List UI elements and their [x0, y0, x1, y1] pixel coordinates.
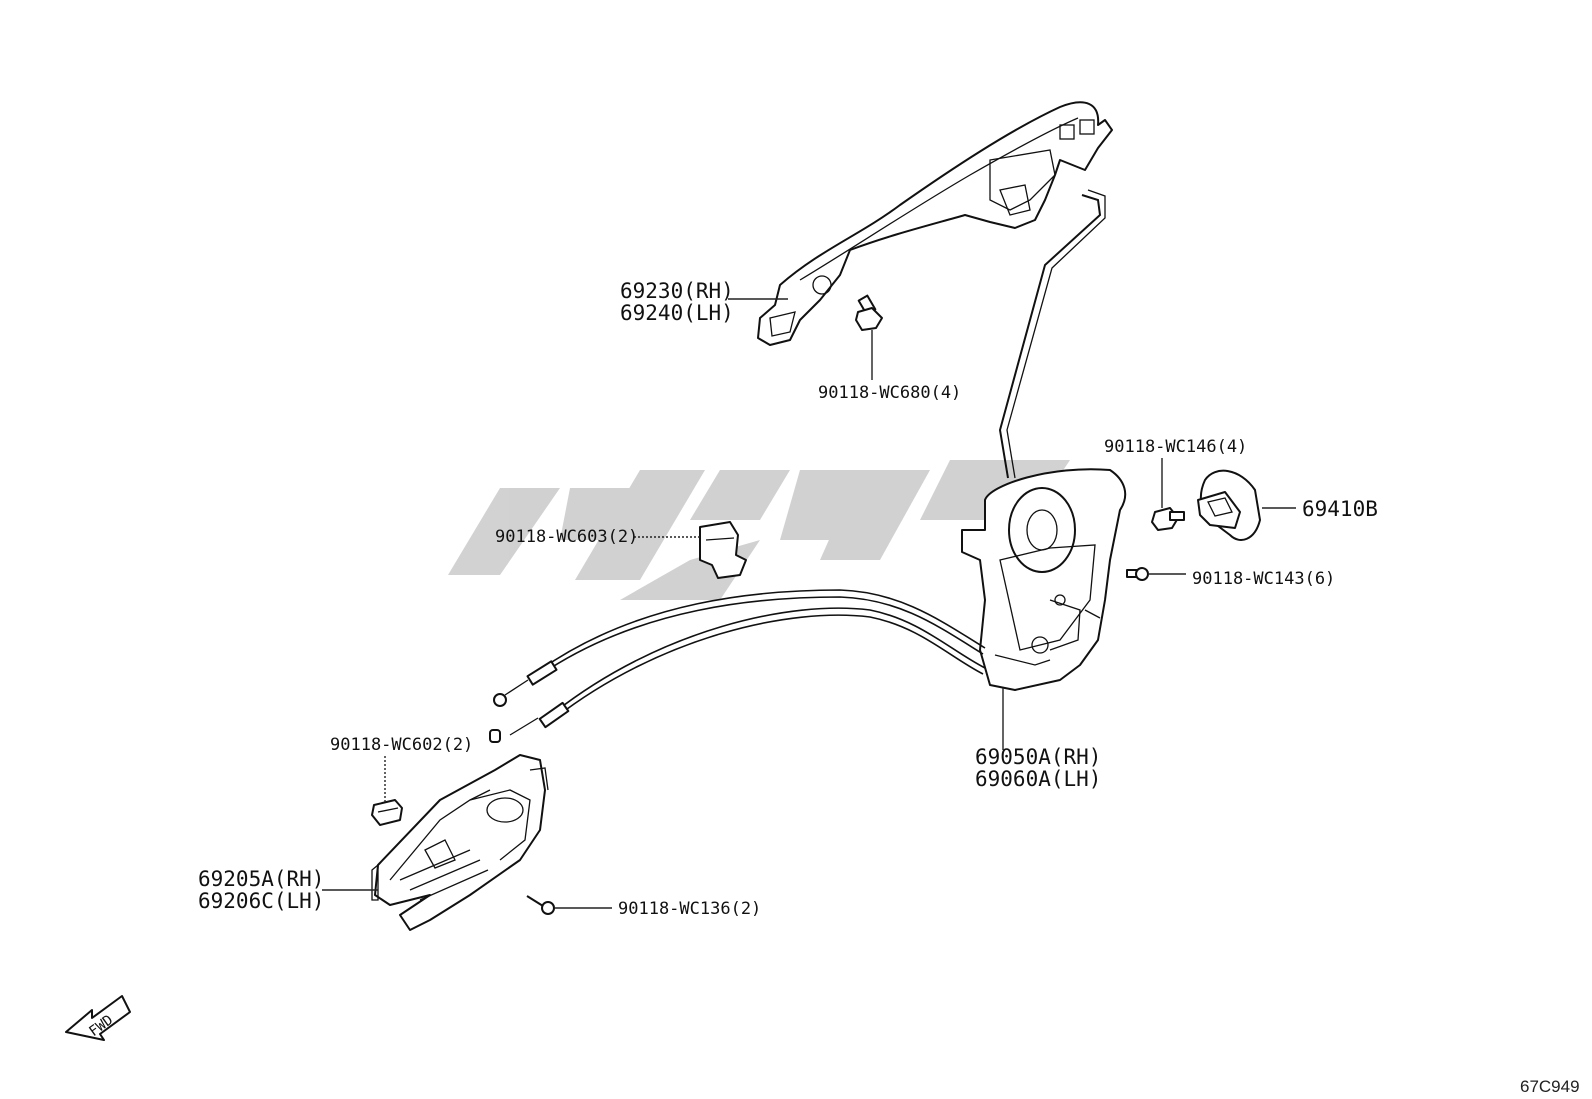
screw-wc146: [1151, 507, 1185, 531]
door-lock-assembly: [961, 468, 1127, 691]
label-69240-lh: 69240(LH): [620, 301, 734, 325]
clip-wc603: [699, 521, 747, 579]
label-69060a-lh: 69060A(LH): [975, 767, 1101, 791]
label-69050a-rh: 69050A(RH): [975, 745, 1101, 769]
handle-rod: [998, 194, 1102, 479]
label-90118-wc146: 90118-WC146(4): [1104, 437, 1247, 457]
diagram-reference: 67C949: [1520, 1077, 1580, 1096]
label-90118-wc602: 90118-WC602(2): [330, 735, 473, 755]
label-90118-wc143: 90118-WC143(6): [1192, 569, 1335, 589]
label-69206c-lh: 69206C(LH): [198, 889, 324, 913]
label-90118-wc680: 90118-WC680(4): [818, 383, 961, 403]
control-cables: [489, 589, 986, 743]
label-90118-wc603: 90118-WC603(2): [495, 527, 638, 547]
bolt-wc680: [855, 294, 883, 331]
label-90118-wc136: 90118-WC136(2): [618, 899, 761, 919]
striker-69410b: [1197, 469, 1261, 541]
label-69230-rh: 69230(RH): [620, 279, 734, 303]
label-69410b: 69410B: [1302, 497, 1378, 521]
fwd-arrow-icon: FWD: [65, 995, 131, 1041]
screw-wc143: [1126, 567, 1149, 581]
outside-handle: [757, 101, 1113, 346]
screw-wc136: [526, 895, 555, 915]
label-69205a-rh: 69205A(RH): [198, 867, 324, 891]
inside-handle: [371, 754, 549, 931]
clip-wc602: [371, 799, 403, 826]
